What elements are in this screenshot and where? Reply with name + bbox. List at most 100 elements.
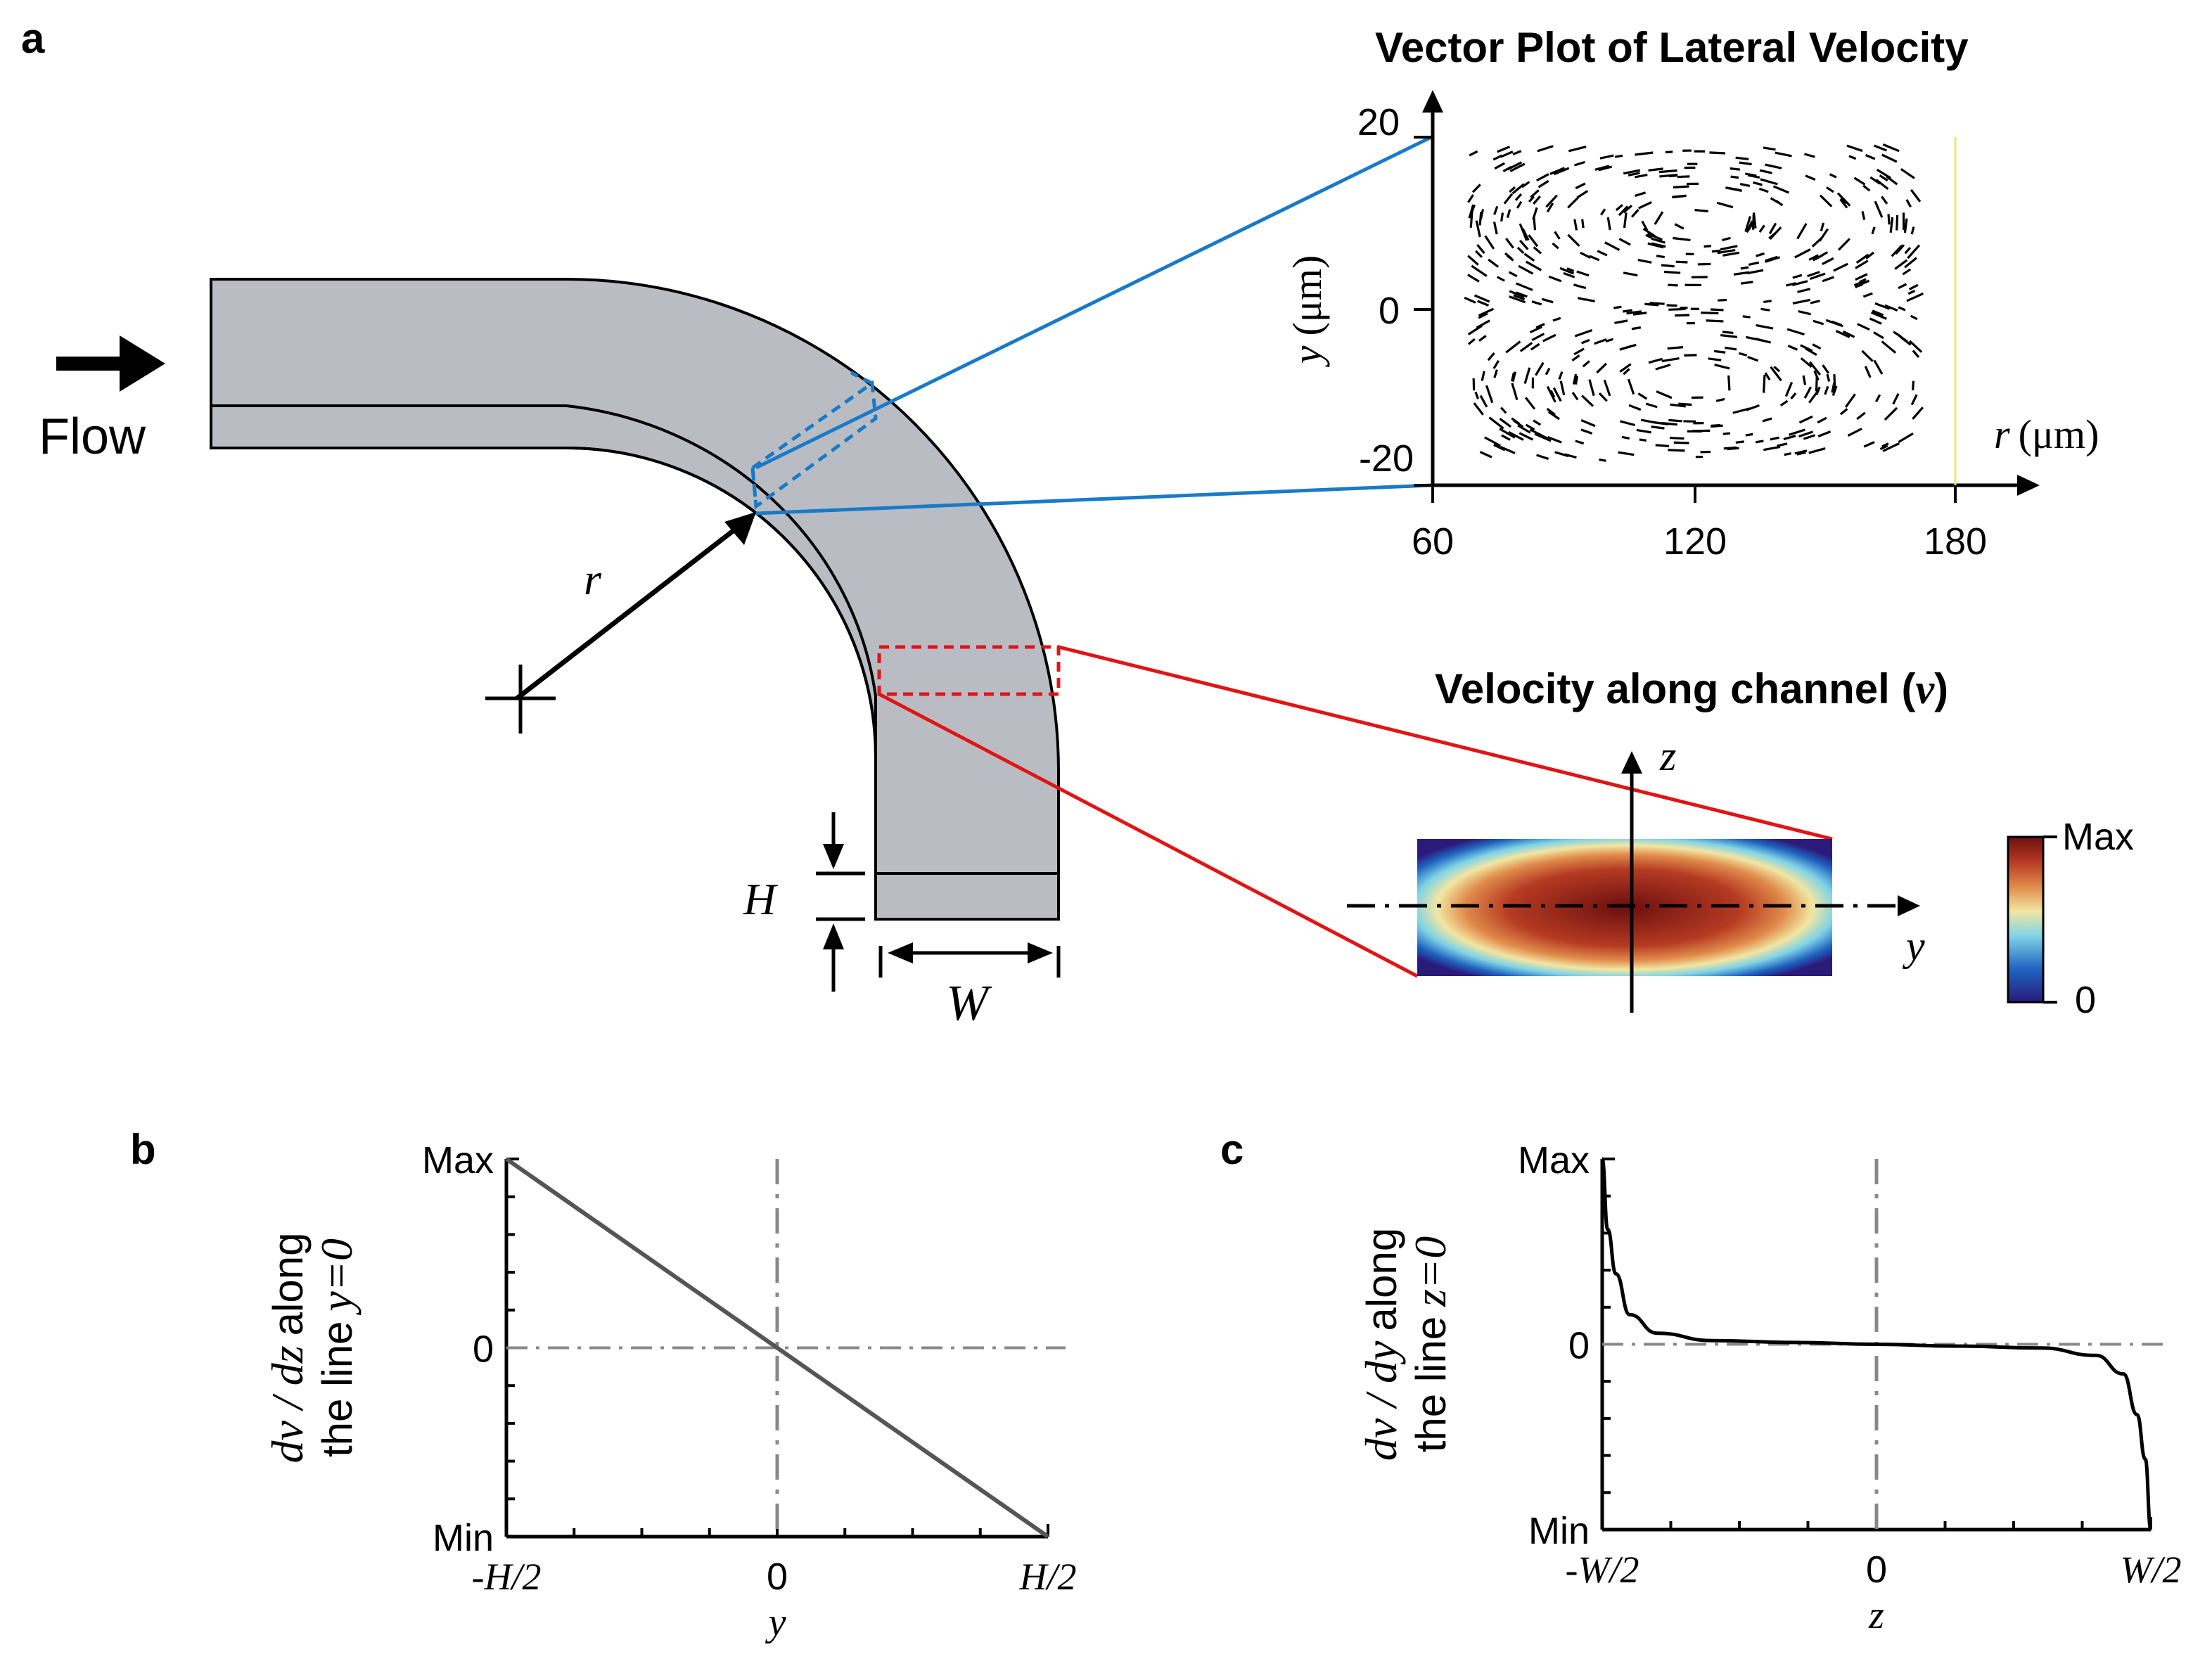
vector-arrow — [1895, 214, 1899, 231]
vector-arrow — [1507, 161, 1523, 171]
vector-arrow — [1641, 220, 1649, 231]
vector-arrow — [1875, 179, 1889, 191]
vector-arrow — [1748, 261, 1760, 267]
vector-arrow — [1836, 192, 1851, 207]
vector-arrow — [1668, 449, 1685, 452]
vector-arrow — [1576, 270, 1590, 277]
vector-arrow — [1574, 160, 1585, 167]
radius-arrow — [485, 512, 756, 734]
vector-arrow — [1651, 242, 1666, 248]
vector-arrow — [1479, 451, 1492, 459]
vector-arrow — [1626, 310, 1642, 315]
curved-channel — [210, 278, 1060, 921]
vector-arrow — [1531, 300, 1542, 306]
vector-arrow — [1887, 214, 1891, 225]
x-axis-label: z — [1868, 1594, 1884, 1637]
vector-arrow — [1509, 162, 1526, 172]
vector-y-tick-20: 20 — [1357, 101, 1400, 143]
vector-arrow — [1710, 308, 1724, 312]
vector-arrow — [1552, 316, 1561, 322]
vector-arrow — [1467, 194, 1474, 203]
y-tick-label: Max — [1518, 1139, 1590, 1181]
vector-arrow — [1666, 304, 1677, 307]
vector-arrow — [1786, 328, 1805, 336]
vector-arrow — [1648, 167, 1663, 172]
vector-arrow — [1752, 181, 1763, 186]
vector-arrow — [1802, 375, 1807, 385]
vector-arrow — [1512, 150, 1522, 155]
vector-arrow — [1723, 446, 1737, 450]
vector-arrow — [1648, 357, 1663, 364]
vector-arrow — [1904, 257, 1917, 269]
vector-arrow — [1763, 300, 1772, 304]
x-tick-label: -W/2 — [1566, 1549, 1639, 1591]
vector-arrow — [1637, 392, 1648, 400]
vector-arrow — [1623, 212, 1628, 229]
vector-arrow — [1844, 393, 1856, 408]
vector-arrow — [1533, 419, 1542, 426]
vector-arrow — [1471, 184, 1481, 193]
vector-arrow — [1571, 392, 1579, 401]
vector-arrow — [1537, 145, 1554, 153]
y-tick-label: Max — [422, 1139, 494, 1181]
vector-arrow — [1910, 226, 1915, 235]
vector-arrow — [1861, 279, 1870, 285]
flow-label: Flow — [39, 409, 146, 465]
vector-arrow — [1577, 297, 1586, 301]
vector-arrow — [1549, 390, 1556, 398]
vector-arrow — [1546, 203, 1554, 213]
zoom-line-red-bottom — [878, 692, 1419, 978]
vector-arrow — [1730, 175, 1739, 179]
vector-arrow — [1863, 441, 1875, 448]
vector-arrow — [1803, 434, 1816, 440]
vector-arrow — [1597, 250, 1608, 257]
vector-arrow — [1794, 248, 1811, 259]
vector-arrow — [1879, 444, 1888, 450]
vector-arrow — [1874, 302, 1891, 310]
vector-arrow — [1829, 173, 1837, 179]
vector-arrow — [1509, 290, 1525, 298]
vector-arrow — [1635, 191, 1647, 198]
height-dimension — [816, 812, 865, 992]
vector-arrow — [1874, 200, 1884, 218]
vector-arrow — [1864, 366, 1872, 378]
vector-arrow — [1742, 315, 1751, 319]
vector-arrow — [1672, 194, 1687, 198]
vector-arrow — [1658, 169, 1677, 174]
vector-arrow — [1861, 211, 1866, 220]
vector-arrow — [1865, 251, 1874, 260]
vector-arrow — [1759, 169, 1772, 174]
panel-label-a: a — [21, 15, 45, 62]
vector-arrow — [1505, 340, 1521, 354]
vector-arrow — [1853, 177, 1866, 186]
vector-arrow — [1530, 189, 1540, 198]
vector-arrow — [1881, 340, 1897, 354]
vector-arrow — [1745, 433, 1753, 437]
vector-x-tick-180: 180 — [1924, 520, 1987, 563]
vector-arrow — [1554, 231, 1561, 240]
vector-arrow — [1768, 222, 1777, 235]
vector-arrow — [1808, 447, 1826, 454]
vector-arrow — [1535, 323, 1545, 329]
vector-arrow — [1769, 226, 1782, 240]
y-tick-label: 0 — [1568, 1325, 1590, 1367]
vector-arrow — [1894, 259, 1908, 270]
vector-arrow — [1471, 204, 1476, 212]
y-tick-label: Min — [1528, 1510, 1590, 1552]
vector-arrow — [1514, 193, 1523, 201]
vector-arrow — [1856, 411, 1866, 421]
x-tick-label: 0 — [767, 1556, 788, 1598]
vector-arrow — [1533, 196, 1541, 205]
vector-arrow — [1651, 237, 1666, 244]
vector-arrow — [1882, 442, 1900, 452]
vector-arrow — [1537, 179, 1549, 188]
vector-arrow — [1655, 364, 1671, 371]
vector-arrow — [1545, 194, 1558, 208]
vector-arrow — [1865, 154, 1876, 160]
vector-arrow — [1910, 314, 1918, 321]
vector-arrow — [1594, 165, 1610, 171]
vector-arrow — [1618, 451, 1635, 456]
vector-arrow — [1511, 183, 1525, 195]
